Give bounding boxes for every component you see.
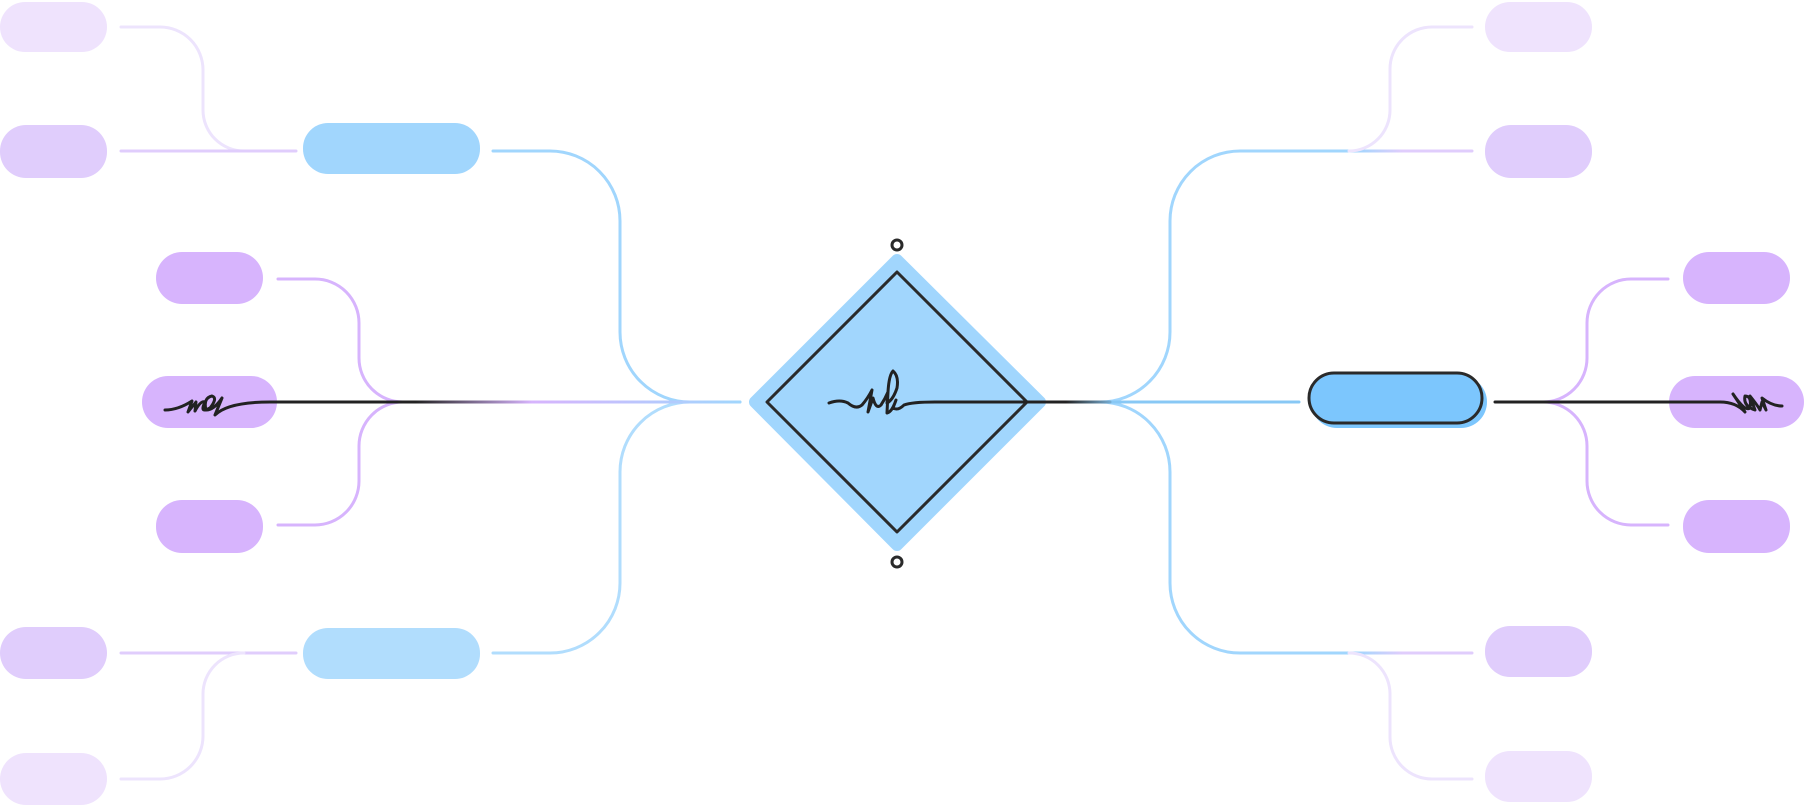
connector-left-primary-top [491,149,742,404]
signature-scribble-icon [163,394,272,417]
connector-right-outer-top [1347,25,1474,153]
leaf-node-right-2[interactable] [1485,125,1592,178]
connector-left-primary-bottom [491,400,692,655]
leaf-node-left-4[interactable] [0,753,107,805]
connector-right-inner-bottom [1541,400,1670,527]
leaf-node-left-inner-center[interactable] [142,376,277,428]
leaf-node-right-4[interactable] [1485,751,1592,802]
connector-right-primary-top [1098,149,1474,404]
connector-left-outer-bottom [119,651,246,781]
leaf-node-right-1[interactable] [1485,2,1592,52]
connector-right-primary-bottom [1098,400,1474,655]
primary-node-left-bottom[interactable] [303,628,480,679]
handle-dot-icon-top[interactable] [890,238,904,252]
connector-left-inner-top [276,277,405,404]
selected-node-body[interactable] [1307,371,1484,425]
leaf-node-left-1[interactable] [0,2,107,52]
center-node-outline[interactable] [765,270,1029,534]
handle-dot-icon-bottom[interactable] [890,555,904,569]
leaf-node-right-inner-bottom[interactable] [1683,500,1790,553]
center-node[interactable] [749,254,1046,551]
connector-left-inner-bottom [276,400,405,527]
leaf-node-left-inner-top[interactable] [156,252,263,304]
leaf-node-left-2[interactable] [0,125,107,178]
connector-right-outer-bottom [1347,651,1474,781]
leaf-node-right-inner-top[interactable] [1683,252,1790,304]
leaf-node-left-inner-bottom[interactable] [156,500,263,553]
leaf-node-left-3[interactable] [0,627,107,679]
leaf-node-right-3[interactable] [1485,626,1592,677]
leaf-node-right-inner-center[interactable] [1669,376,1804,428]
signature-scribble-icon [827,369,1029,415]
connector-left-outer-top [119,25,246,153]
primary-node-left-top[interactable] [303,123,480,174]
signature-scribble-icon [1718,392,1784,414]
selected-node-right[interactable] [1307,371,1487,428]
connector-right-inner-top [1541,277,1670,404]
